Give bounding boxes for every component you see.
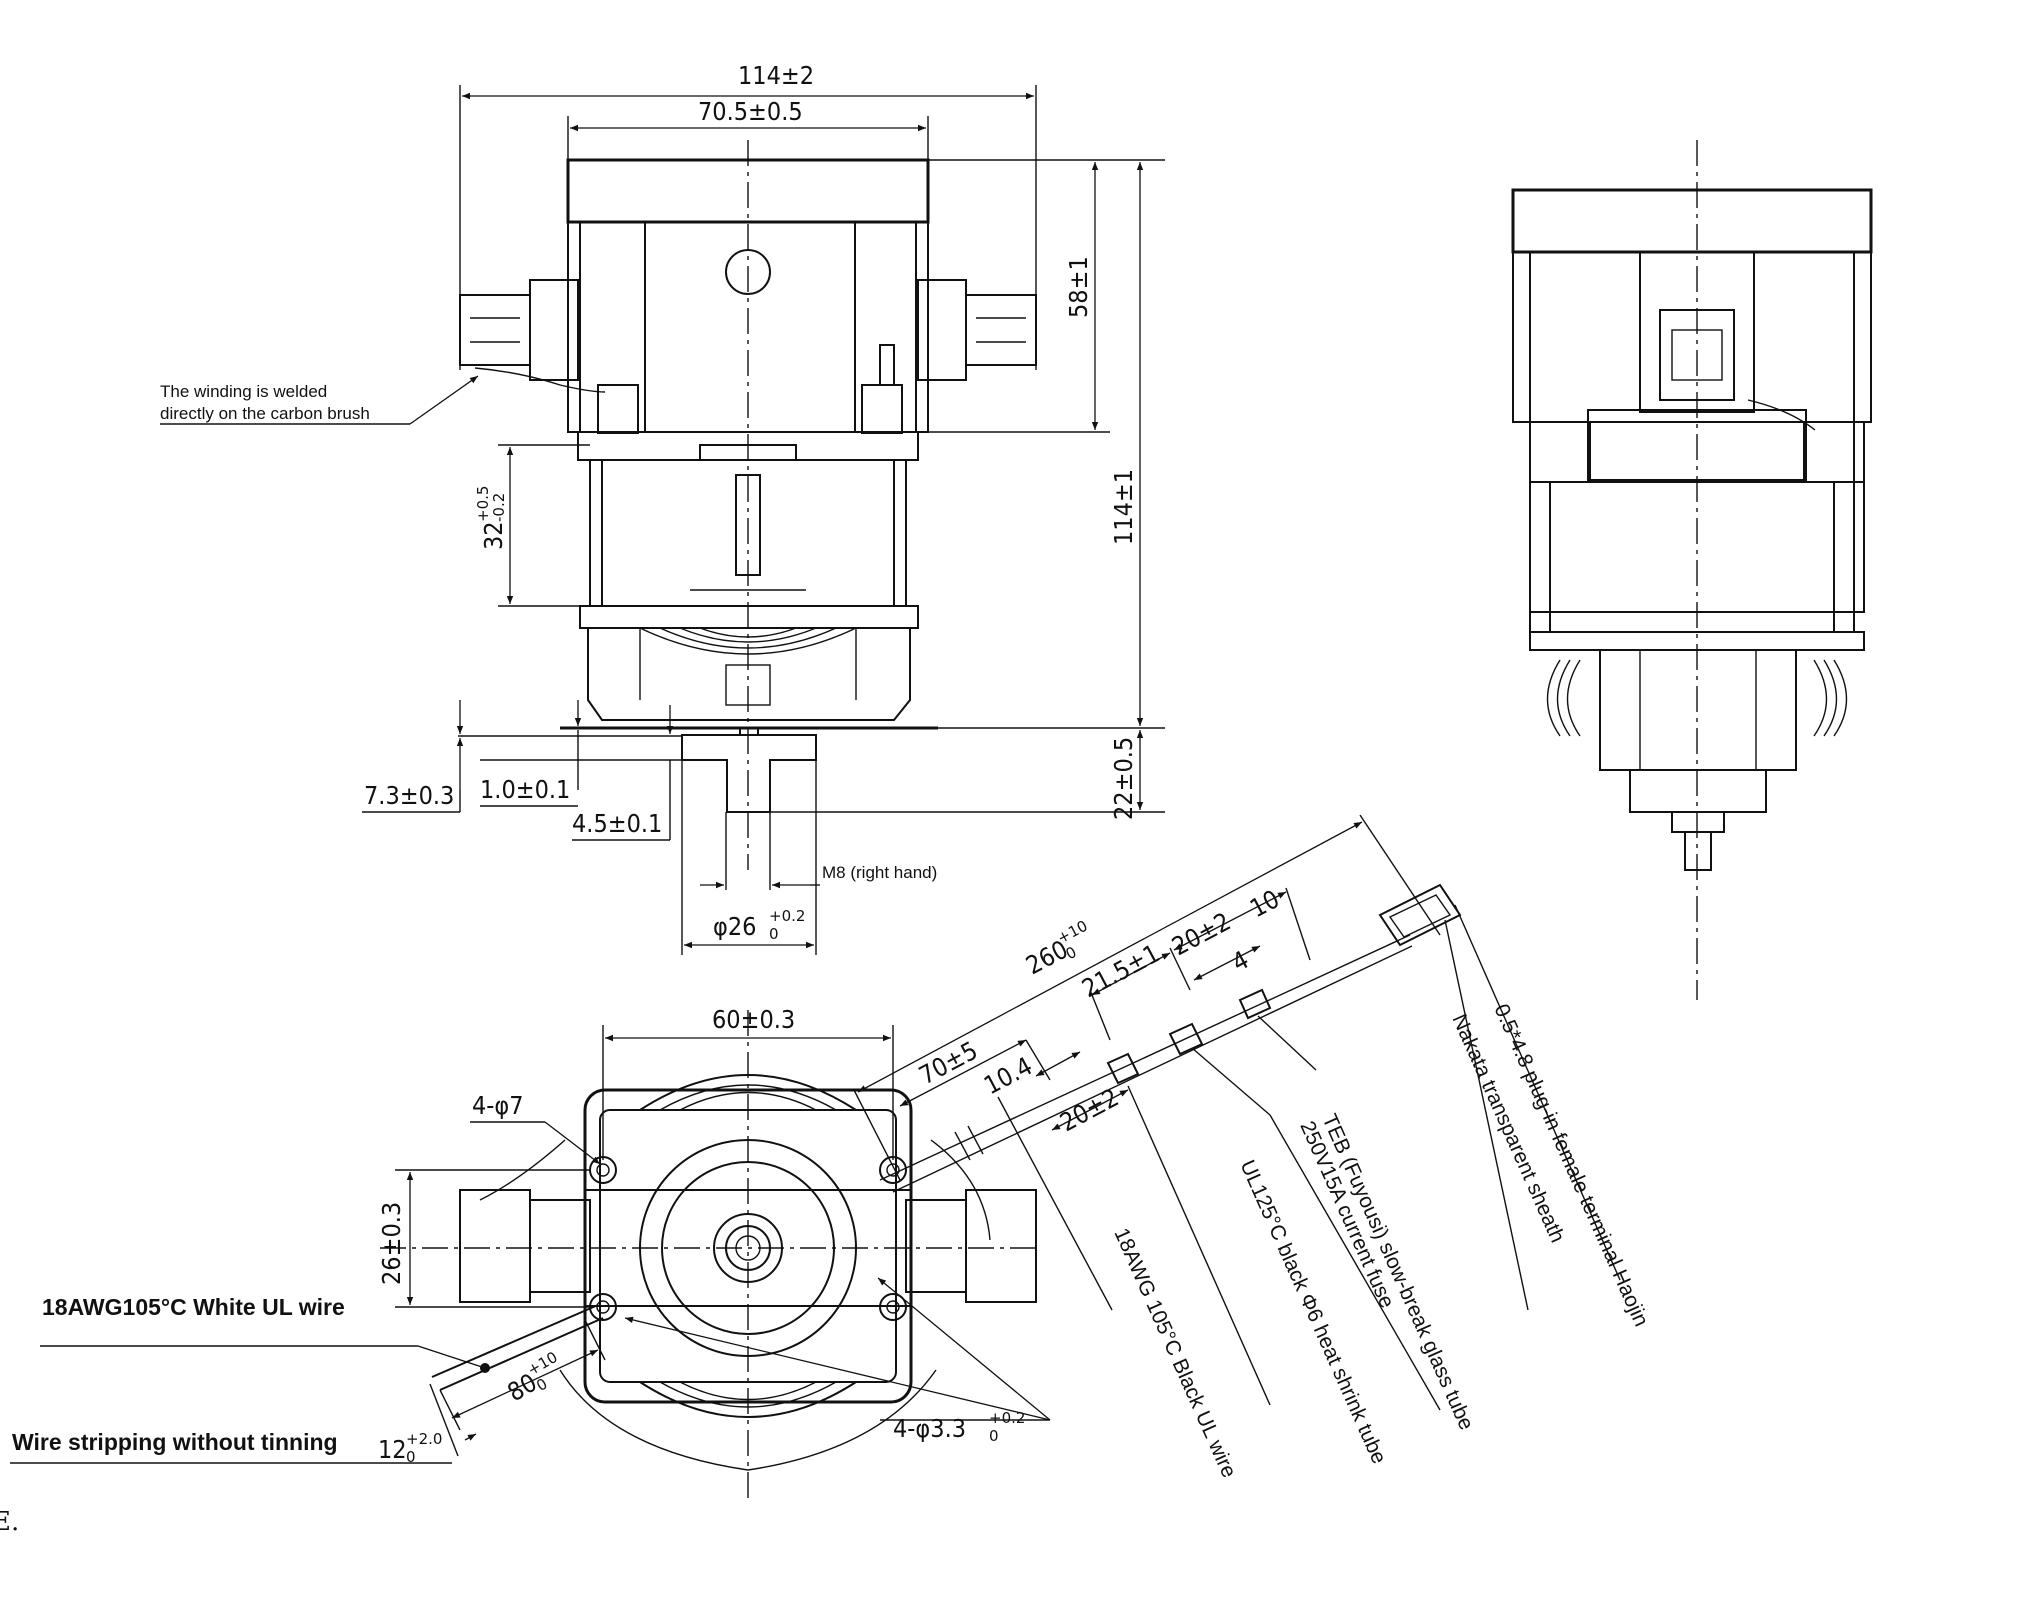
dim-4: 4: [1227, 945, 1253, 977]
dim-20-upper: 20±2: [1167, 907, 1235, 962]
dim-phi-26: φ26: [713, 912, 756, 941]
dim-10: 10: [1245, 884, 1284, 923]
dim-12-tol-low: 0: [406, 1448, 416, 1466]
dim-phi-26-tol-low: 0: [769, 925, 779, 943]
winding-note-line2: directly on the carbon brush: [160, 404, 370, 423]
dim-20-lower: 20±2: [1055, 1083, 1123, 1138]
dim-22: 22±0.5: [1109, 737, 1138, 820]
dim-32-tol-low: -0.2: [490, 493, 508, 522]
dim-32: 32: [479, 521, 508, 550]
dim-114-width: 114±2: [738, 61, 814, 90]
front-view: [458, 140, 1165, 870]
dimension-lines: [10, 85, 1621, 1464]
stripping-note: Wire stripping without tinning: [12, 1429, 338, 1455]
thread-label: M8 (right hand): [822, 863, 937, 882]
dim-80-tol-up: +10: [524, 1348, 560, 1379]
dim-10-4: 10.4: [979, 1051, 1037, 1100]
dim-21-5: 21.5±1: [1077, 939, 1164, 1004]
dim-7-3: 7.3±0.3: [364, 781, 454, 810]
corner-mark: E.: [0, 1507, 19, 1537]
dim-32-tol-up: +0.5: [474, 486, 492, 522]
dim-phi-26-tol-up: +0.2: [769, 907, 805, 925]
dimension-labels: 114±2 70.5±0.5 58±1 114±1 22±0.5 32 +0.5…: [364, 61, 1284, 1466]
dim-260-tol-up: +10: [1054, 917, 1090, 948]
dim-12-tol-up: +2.0: [406, 1430, 442, 1448]
dim-114-height: 114±1: [1109, 469, 1138, 545]
dim-4-phi-7: 4-φ7: [472, 1091, 524, 1120]
dim-12: 12: [378, 1435, 407, 1464]
dim-4-5: 4.5±0.1: [572, 809, 662, 838]
bottom-view: [380, 883, 1462, 1500]
dim-phi-3-3-tol-up: +0.2: [989, 1409, 1025, 1427]
annotation-notes: The winding is welded directly on the ca…: [0, 382, 1653, 1537]
white-wire-note: 18AWG105°C White UL wire: [42, 1294, 345, 1320]
dim-60: 60±0.3: [712, 1005, 795, 1034]
winding-note-line1: The winding is welded: [160, 382, 327, 401]
side-view: [1511, 140, 1873, 1000]
dim-26: 26±0.3: [377, 1202, 406, 1285]
dim-phi-3-3-tol-low: 0: [989, 1427, 999, 1445]
dim-70-5: 70.5±0.5: [698, 97, 803, 126]
black-wire-note: 18AWG 105°C Black UL wire: [1109, 1225, 1240, 1482]
dim-1-0: 1.0±0.1: [480, 775, 570, 804]
dim-58: 58±1: [1064, 256, 1093, 318]
dim-4-phi-3-3: 4-φ3.3: [893, 1414, 966, 1443]
